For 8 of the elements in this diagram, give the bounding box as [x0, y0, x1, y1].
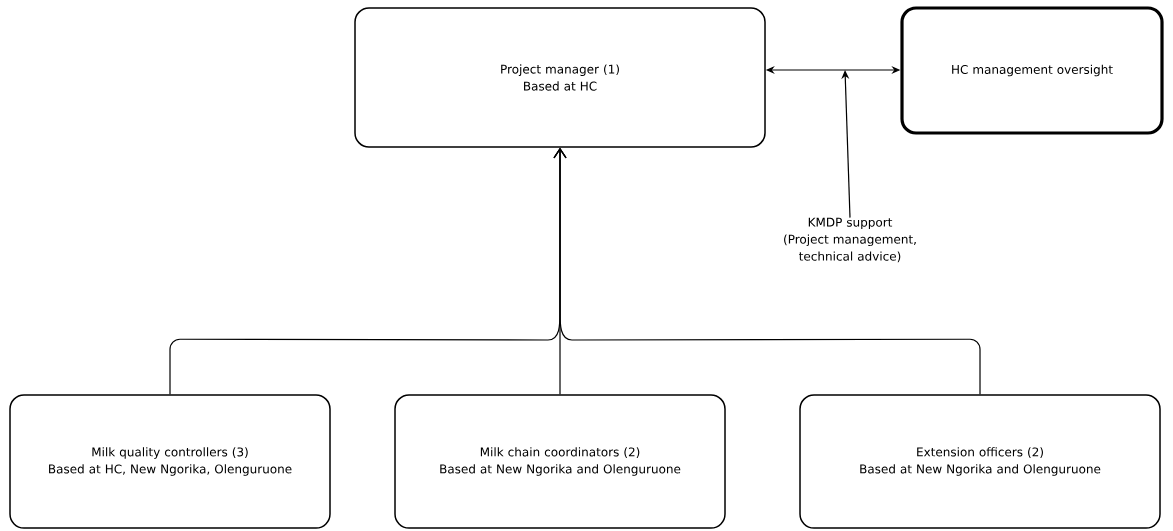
role-box: Project manager (1) Based at HC [354, 7, 766, 148]
arrow [553, 147, 981, 395]
role-box: Milk chain coordinators (2) Based at New Ngorika and Olenguruone [394, 394, 726, 529]
arrow [841, 70, 851, 219]
role-box: HC management oversight [900, 6, 1164, 135]
role-box: Extension officers (2) Based at New Ngorika and Olenguruone [799, 394, 1161, 529]
support-note: KMDP support (Project management, technical advice) [784, 217, 916, 263]
role-box: Milk quality controllers (3) Based at HC, New Ngorika, Olenguruone [9, 394, 331, 529]
